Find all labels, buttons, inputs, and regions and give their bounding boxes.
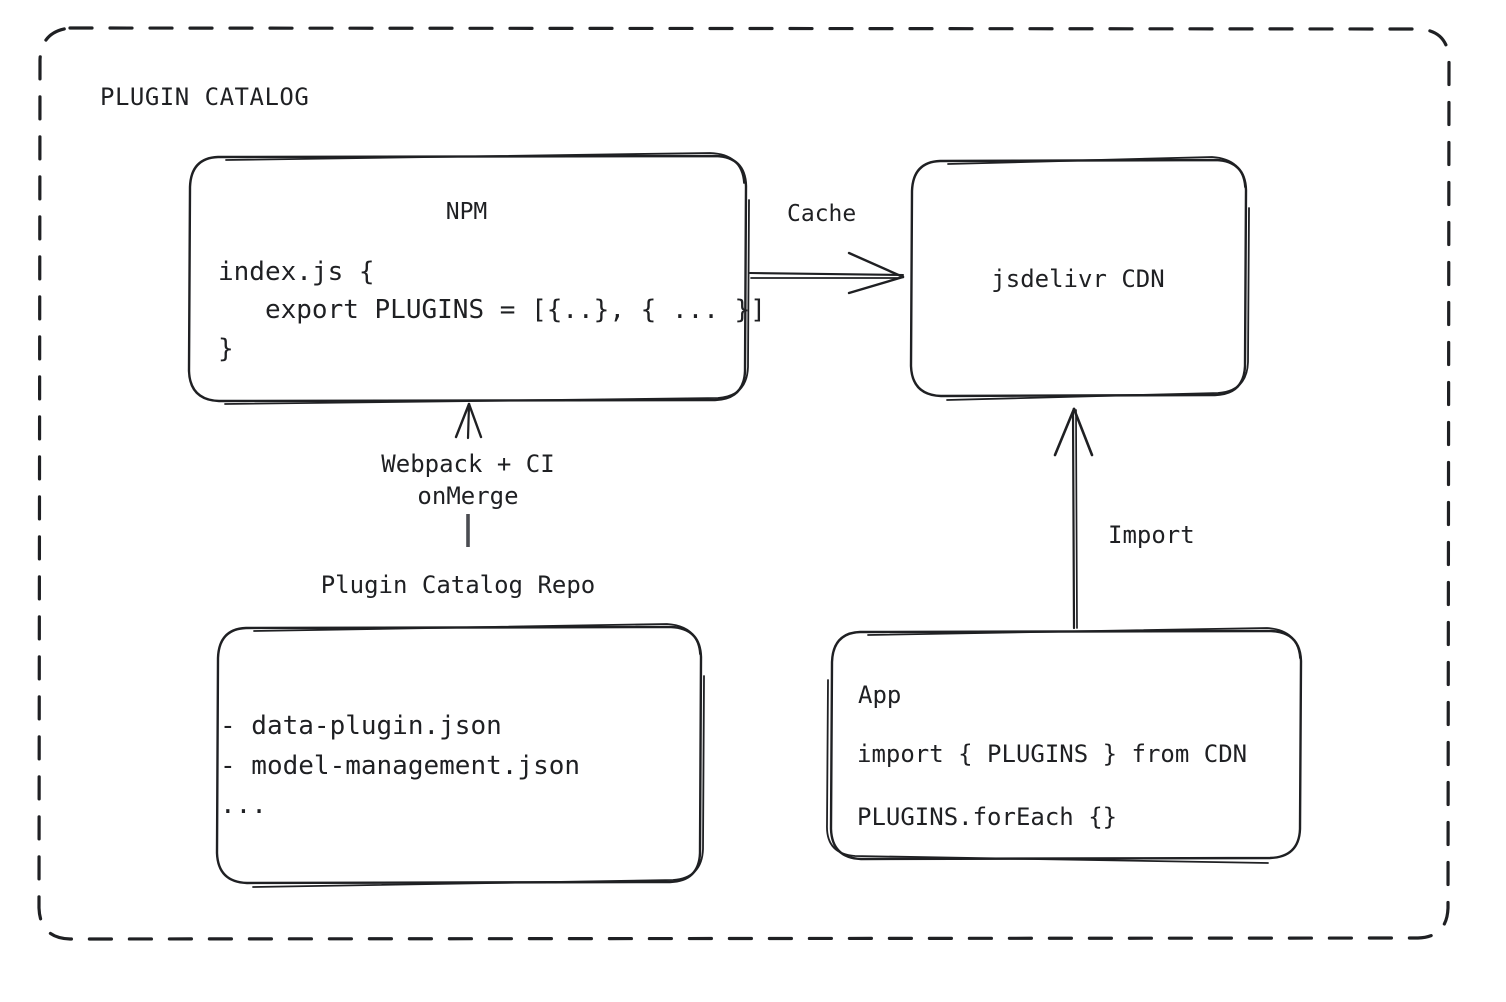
edge-label-cache: Cache <box>787 201 857 227</box>
app-node-code-import: import { PLUGINS } from CDN <box>857 740 1248 768</box>
npm-node-code: index.js { export PLUGINS = [{..}, { ...… <box>218 257 766 364</box>
cdn-node-title: jsdelivr CDN <box>991 265 1165 293</box>
npm-node-title: NPM <box>445 199 488 225</box>
app-node-title: App <box>858 681 902 709</box>
edge-app-to-cdn <box>1053 407 1094 630</box>
repo-node-file-list: - data-plugin.json - model-management.js… <box>220 711 581 821</box>
edge-npm-to-cdn <box>748 251 905 295</box>
repo-node-caption: Plugin Catalog Repo <box>320 571 596 599</box>
edge-label-import: Import <box>1108 521 1195 549</box>
plugin-catalog-group-title: PLUGIN CATALOG <box>100 83 310 111</box>
edge-label-webpack-onmerge: Webpack + CI onMerge <box>381 450 555 511</box>
app-node-code-foreach: PLUGINS.forEach {} <box>857 803 1118 831</box>
